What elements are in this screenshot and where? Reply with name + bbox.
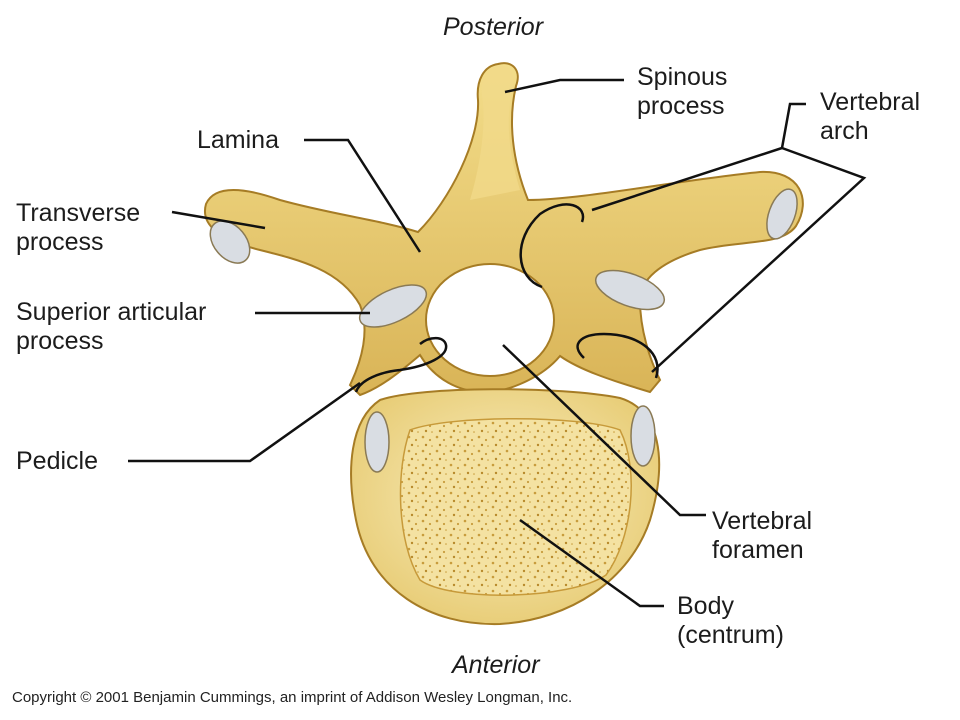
spongy-bone-area	[399, 418, 632, 596]
superior-articular-facet-right	[594, 269, 666, 311]
arch-bracket-pedicle-right	[576, 332, 659, 379]
label-vertebral-foramen: Vertebral foramen	[712, 507, 813, 564]
leader-pedicle	[128, 381, 361, 463]
label-body: Body (centrum)	[677, 592, 784, 649]
spinous-process-shape	[470, 65, 520, 200]
arch-bracket-upper	[519, 203, 585, 289]
body-facet-left	[364, 411, 390, 473]
label-pedicle: Pedicle	[16, 447, 98, 475]
label-transverse-process: Transverse process	[16, 199, 141, 256]
leader-spinous-process	[504, 78, 624, 94]
label-spinous-process: Spinous process	[637, 63, 728, 120]
anterior-label: Anterior	[452, 651, 540, 679]
superior-articular-facet-left	[358, 284, 428, 328]
label-lamina: Lamina	[197, 126, 279, 154]
transverse-process-facet-right	[766, 188, 798, 240]
transverse-process-facet-left	[209, 220, 251, 264]
body-facet-right	[630, 405, 656, 467]
label-vertebral-arch: Vertebral arch	[820, 88, 921, 145]
arch-bracket-pedicle-left	[354, 336, 448, 393]
leader-vertebral-foramen	[502, 344, 706, 517]
label-superior-articular-process: Superior articular process	[16, 298, 207, 355]
leader-lamina	[304, 138, 422, 253]
leader-vertebral-arch-2	[651, 146, 867, 373]
vertebral-foramen-opening	[425, 263, 555, 377]
copyright-notice: Copyright © 2001 Benjamin Cummings, an i…	[12, 689, 573, 706]
leader-transverse-process	[171, 210, 266, 230]
leader-body	[519, 518, 664, 608]
leader-vertebral-arch-1	[591, 102, 806, 212]
posterior-label: Posterior	[443, 13, 544, 41]
